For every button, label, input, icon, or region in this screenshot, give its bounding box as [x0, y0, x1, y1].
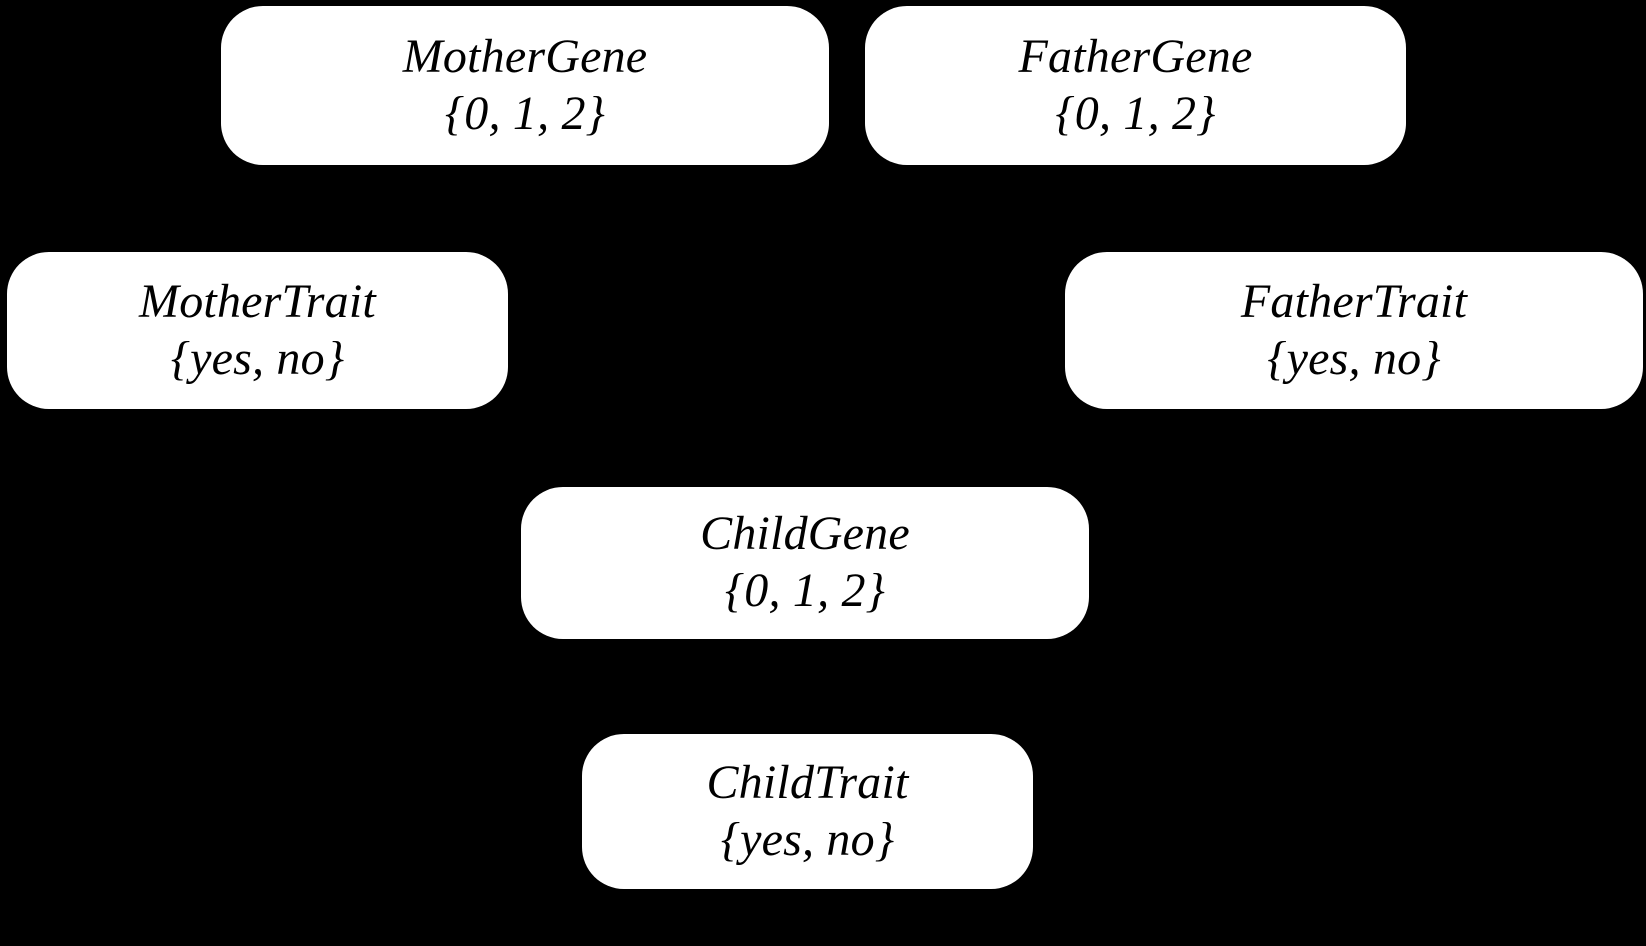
node-mother-trait-domain: {yes, no} [170, 331, 345, 385]
node-child-trait-domain: {yes, no} [720, 812, 895, 866]
node-mother-gene[interactable]: MotherGene {0, 1, 2} [221, 6, 829, 165]
node-father-trait-label: FatherTrait [1240, 274, 1468, 328]
node-mother-trait-label: MotherTrait [139, 274, 376, 328]
node-mother-gene-label: MotherGene [402, 29, 648, 83]
node-father-trait[interactable]: FatherTrait {yes, no} [1065, 252, 1643, 409]
node-child-trait-label: ChildTrait [706, 755, 909, 809]
node-father-trait-domain: {yes, no} [1267, 331, 1441, 385]
node-child-gene-domain: {0, 1, 2} [724, 564, 886, 617]
node-mother-trait[interactable]: MotherTrait {yes, no} [7, 252, 508, 409]
node-father-gene[interactable]: FatherGene {0, 1, 2} [865, 6, 1406, 165]
node-child-trait[interactable]: ChildTrait {yes, no} [582, 734, 1033, 889]
node-child-gene[interactable]: ChildGene {0, 1, 2} [521, 487, 1089, 639]
node-child-gene-label: ChildGene [700, 507, 910, 561]
node-mother-gene-domain: {0, 1, 2} [444, 86, 606, 140]
node-father-gene-domain: {0, 1, 2} [1055, 86, 1216, 140]
node-father-gene-label: FatherGene [1018, 29, 1253, 83]
